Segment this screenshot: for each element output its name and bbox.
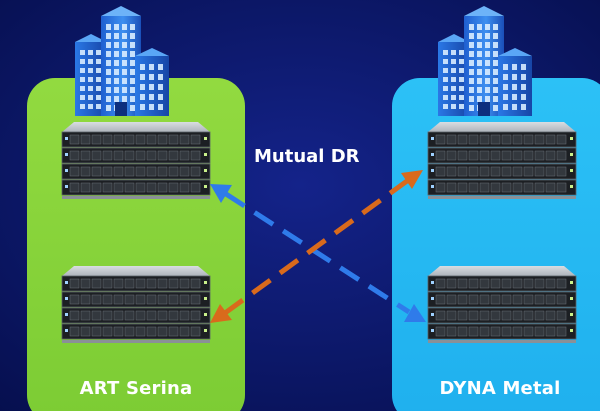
server-rack-icon [427,122,577,199]
orange-arrowhead-left [210,304,232,323]
office-buildings-icon [75,6,169,116]
server-rack-icon [61,266,211,343]
site-name-dyna-metal: DYNA Metal [439,378,561,399]
orange-arrowhead-right [401,170,423,189]
blue-arrowhead-left [210,184,232,203]
server-rack-icon [61,122,211,199]
blue-replication-arrow [224,191,411,315]
server-rack-icon [427,266,577,343]
mutual-dr-label: Mutual DR [254,146,360,167]
site-name-art-serina: ART Serina [79,378,193,399]
office-buildings-icon [438,6,532,116]
blue-arrowhead-right [404,304,426,322]
orange-replication-arrow [223,178,409,316]
